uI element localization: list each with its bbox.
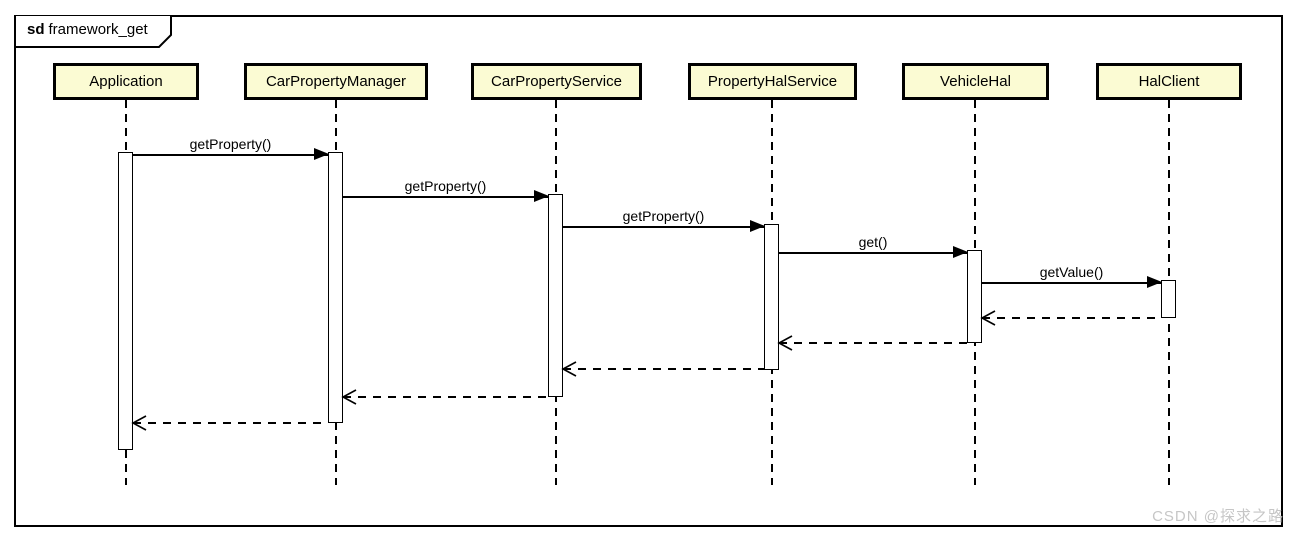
message-label: getProperty() <box>189 136 272 152</box>
open-arrowhead-icon <box>561 361 577 377</box>
return-line <box>133 422 328 424</box>
solid-arrowhead-icon <box>1147 276 1162 288</box>
message-line <box>779 252 967 254</box>
message-label: getValue() <box>1039 264 1104 280</box>
sequence-frame-border <box>14 15 1283 527</box>
return-line <box>779 342 967 344</box>
activation-carpropertymanager <box>328 152 343 423</box>
return-line <box>982 317 1161 319</box>
csdn-watermark: CSDN @探求之路 <box>1152 508 1284 525</box>
return-line <box>343 396 548 398</box>
solid-arrowhead-icon <box>534 190 549 202</box>
open-arrowhead-icon <box>777 335 793 351</box>
activation-vehiclehal <box>967 250 982 343</box>
lifeline-head-halclient: HalClient <box>1096 63 1242 100</box>
return-line <box>563 368 764 370</box>
lifeline-head-carpropertyservice: CarPropertyService <box>471 63 642 100</box>
message-label: getProperty() <box>622 208 705 224</box>
open-arrowhead-icon <box>980 310 996 326</box>
activation-application <box>118 152 133 450</box>
message-line <box>982 282 1161 284</box>
solid-arrowhead-icon <box>953 246 968 258</box>
solid-arrowhead-icon <box>314 148 329 160</box>
message-label: get() <box>858 234 888 250</box>
lifeline-label: PropertyHalService <box>707 73 838 90</box>
activation-halclient <box>1161 280 1176 318</box>
message-line <box>133 154 328 156</box>
solid-arrowhead-icon <box>750 220 765 232</box>
open-arrowhead-icon <box>131 415 147 431</box>
activation-carpropertyservice <box>548 194 563 397</box>
lifeline-head-carpropertymanager: CarPropertyManager <box>244 63 428 100</box>
frame-title-text: framework_get <box>48 21 148 38</box>
lifeline-head-application: Application <box>53 63 199 100</box>
lifeline-label: VehicleHal <box>940 73 1011 90</box>
lifeline-label: CarPropertyService <box>491 73 622 90</box>
open-arrowhead-icon <box>341 389 357 405</box>
lifeline-label: CarPropertyManager <box>265 73 407 90</box>
frame-keyword: sd <box>27 21 45 38</box>
lifeline-head-propertyhalservice: PropertyHalService <box>688 63 857 100</box>
lifeline-label: Application <box>89 73 163 90</box>
frame-pentagon-outline <box>14 15 172 48</box>
message-line <box>343 196 548 198</box>
lifeline-label: HalClient <box>1138 73 1200 90</box>
activation-propertyhalservice <box>764 224 779 370</box>
message-label: getProperty() <box>404 178 487 194</box>
message-line <box>563 226 764 228</box>
lifeline-head-vehiclehal: VehicleHal <box>902 63 1049 100</box>
